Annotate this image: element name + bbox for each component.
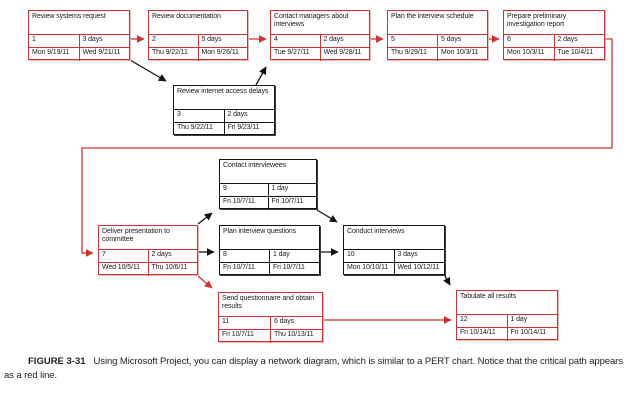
task-finish: Wed 9/21/11: [82, 49, 121, 56]
task-start: Fri 10/7/11: [220, 263, 270, 276]
task-finish: Wed 10/12/11: [397, 264, 440, 271]
task-finish: Tue 10/4/11: [557, 49, 594, 56]
task-name: Conduct interviews: [344, 226, 444, 250]
task-start: Mon 10/10/11: [344, 263, 395, 276]
figure-caption-text: Using Microsoft Project, you can display…: [4, 356, 623, 381]
task-duration: 2 days: [557, 36, 578, 43]
task-duration: 2 days: [151, 251, 172, 258]
task-start: Thu 9/22/11: [149, 48, 199, 61]
arrow-10-12: [443, 275, 451, 286]
task-duration: 3 days: [82, 36, 103, 43]
arrow-1-3: [129, 59, 167, 82]
task-id: 3: [174, 110, 225, 122]
task-name: Contact managers about interviews: [271, 11, 369, 35]
task-finish: Thu 10/13/11: [274, 331, 314, 338]
task-start: Fri 10/7/11: [219, 330, 271, 343]
task-duration: 1 day: [510, 316, 528, 323]
task-finish: Mon 9/26/11: [201, 49, 239, 56]
task-duration: 5 days: [201, 36, 222, 43]
arrow-7-9: [197, 212, 213, 225]
task-duration: 6 days: [274, 318, 295, 325]
task-id: 9: [220, 184, 269, 196]
task-name: Contact interviewees: [220, 160, 316, 184]
task-name: Prepare preliminary investigation report: [504, 11, 604, 35]
task-box-prepare-preliminary-report: Prepare preliminary investigation report…: [503, 10, 605, 61]
task-id: 7: [99, 250, 149, 262]
task-name: Review internet access delays: [174, 86, 274, 110]
task-id: 4: [271, 35, 321, 47]
figure-label: FIGURE 3-31: [28, 356, 86, 367]
task-start: Wed 10/5/11: [99, 263, 149, 276]
task-name: Send questionnaire and obtain results: [219, 293, 322, 317]
task-name: Review systems request: [29, 11, 129, 35]
task-finish: Fri 10/7/11: [273, 264, 305, 271]
task-id: 6: [504, 35, 555, 47]
task-start: Mon 9/19/11: [29, 48, 80, 61]
task-duration: 2 days: [323, 36, 344, 43]
task-start: Tue 9/27/11: [271, 48, 321, 61]
task-finish: Wed 9/28/11: [323, 49, 362, 56]
task-finish: Fri 9/23/11: [227, 124, 260, 131]
task-start: Fri 10/7/11: [220, 197, 269, 210]
task-name: Plan interview questions: [220, 226, 319, 250]
arrow-7-11: [197, 275, 213, 289]
task-name: Deliver presentation to committee: [99, 226, 197, 250]
task-finish: Fri 10/7/11: [271, 198, 304, 205]
task-id: 5: [388, 35, 438, 47]
task-start: Fri 10/14/11: [457, 328, 508, 341]
task-duration: 3 days: [397, 251, 418, 258]
task-finish: Thu 10/6/11: [151, 264, 188, 271]
task-id: 2: [149, 35, 199, 47]
task-duration: 1 day: [271, 185, 289, 192]
task-duration: 2 days: [227, 111, 248, 118]
task-name: Tabulate all results: [457, 291, 557, 315]
task-id: 1: [29, 35, 80, 47]
task-id: 11: [219, 317, 271, 329]
task-name: Plan the interview schedule: [388, 11, 487, 35]
arrow-6-7: [81, 38, 613, 257]
arrow-9-10: [316, 209, 338, 223]
task-name: Review documentation: [149, 11, 247, 35]
task-id: 12: [457, 315, 508, 327]
task-finish: Mon 10/3/11: [441, 49, 479, 56]
task-box-send-questionnaire: Send questionnaire and obtain results 11…: [218, 292, 323, 343]
task-duration: 1 day: [273, 251, 290, 258]
task-duration: 5 days: [441, 36, 462, 43]
task-start: Thu 9/22/11: [174, 123, 225, 136]
task-start: Thu 9/29/11: [388, 48, 438, 61]
arrow-3-4: [255, 66, 267, 86]
task-start: Mon 10/3/11: [504, 48, 555, 61]
task-finish: Fri 10/14/11: [510, 329, 547, 336]
task-id: 8: [220, 250, 270, 262]
task-id: 10: [344, 250, 395, 262]
